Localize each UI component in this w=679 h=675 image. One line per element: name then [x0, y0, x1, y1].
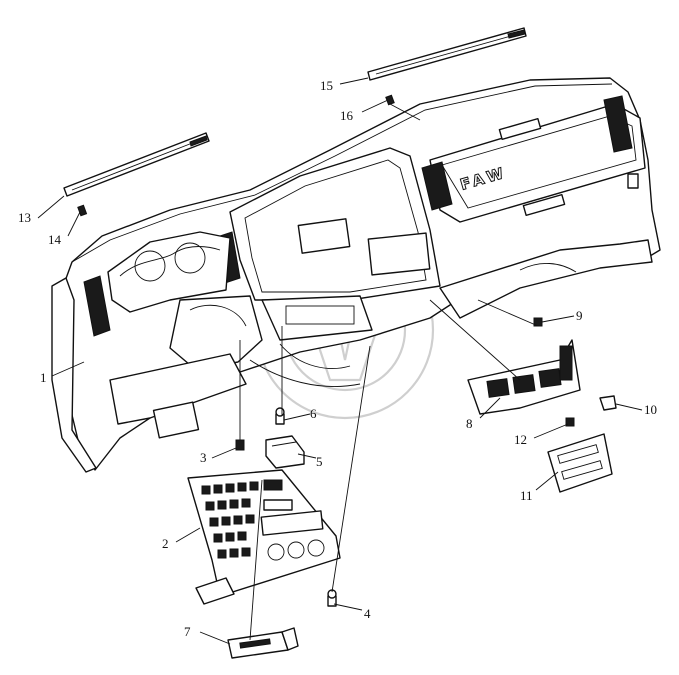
- part-4-bolt: [327, 589, 337, 607]
- callout-10: 10: [644, 402, 657, 417]
- callout-labels: 1 2 3 4 5 6 7 8 9 10 11 12 13 14 15 16: [18, 78, 657, 639]
- part-5-bracket: [265, 435, 305, 469]
- part-7-radio-unit: [227, 627, 299, 659]
- callout-3: 3: [200, 450, 207, 465]
- callout-13: 13: [18, 210, 31, 225]
- part-16-clip: [385, 94, 395, 106]
- part-2-switch-panel: [187, 469, 341, 597]
- callout-15: 15: [320, 78, 333, 93]
- part-15-right-defroster-strip: [367, 27, 527, 81]
- part-1-instrument-panel: FAW: [51, 77, 661, 473]
- part-13-left-defroster-strip: [63, 132, 210, 197]
- part-11-pocket: [547, 433, 613, 493]
- callout-9: 9: [576, 308, 583, 323]
- part-10-plug: [599, 395, 617, 411]
- part-2-lower-bezel: [195, 577, 235, 605]
- callout-14: 14: [48, 232, 62, 247]
- callout-12: 12: [514, 432, 527, 447]
- part-8-center-vent: [467, 339, 581, 415]
- leader-lines: [37, 77, 643, 645]
- callout-11: 11: [520, 488, 533, 503]
- part-14-clip: [77, 204, 88, 217]
- part-3-connector: [235, 439, 245, 451]
- callout-6: 6: [310, 406, 317, 421]
- callout-4: 4: [364, 606, 371, 621]
- callout-8: 8: [466, 416, 473, 431]
- part-6-screw: [275, 407, 285, 425]
- callout-5: 5: [316, 454, 323, 469]
- switch-grid: [201, 481, 259, 559]
- part-12-clip: [565, 417, 575, 427]
- callout-2: 2: [162, 536, 169, 551]
- callout-16: 16: [340, 108, 354, 123]
- callout-1: 1: [40, 370, 47, 385]
- callout-7: 7: [184, 624, 191, 639]
